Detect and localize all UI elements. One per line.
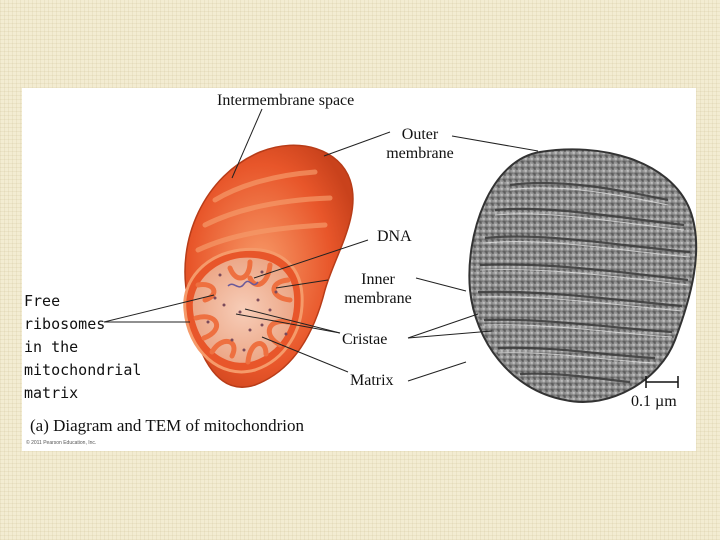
free-ribosomes [206, 270, 288, 352]
label-free-ribosomes-line5: matrix [24, 384, 79, 402]
tem-micrograph [468, 148, 698, 403]
label-cristae: Cristae [342, 331, 388, 348]
dna-strand [227, 280, 259, 288]
figure-caption: (a) Diagram and TEM of mitochondrion [30, 416, 304, 435]
scale-bar-label: 0.1 µm [631, 393, 677, 410]
outer-membrane-ridges [195, 169, 333, 253]
label-free-ribosomes: Free ribosomes in the mitochondrial matr… [24, 290, 141, 405]
tem-outline [468, 148, 698, 403]
leader-lines [103, 108, 539, 382]
label-outer-membrane: Outer membrane [372, 125, 468, 163]
scale-bar [645, 376, 679, 388]
label-inner-membrane: Inner membrane [326, 270, 430, 308]
label-matrix: Matrix [350, 372, 394, 389]
mitochondrion-diagram [183, 144, 354, 388]
label-inner-membrane-line1: Inner [361, 271, 395, 288]
label-free-ribosomes-line4: mitochondrial [24, 361, 142, 379]
cristae [193, 259, 293, 365]
label-outer-membrane-line1: Outer [401, 126, 439, 143]
copyright-notice: © 2011 Pearson Education, Inc. [26, 440, 97, 446]
tem-cristae [477, 181, 691, 384]
label-free-ribosomes-line3: in the [24, 338, 79, 356]
label-free-ribosomes-line1: Free [24, 292, 61, 310]
label-outer-membrane-line2: membrane [386, 145, 454, 162]
label-free-ribosomes-line2: ribosomes [24, 315, 106, 333]
label-dna: DNA [377, 228, 412, 245]
label-intermembrane-space: Intermembrane space [217, 92, 355, 109]
label-inner-membrane-line2: membrane [344, 290, 412, 307]
